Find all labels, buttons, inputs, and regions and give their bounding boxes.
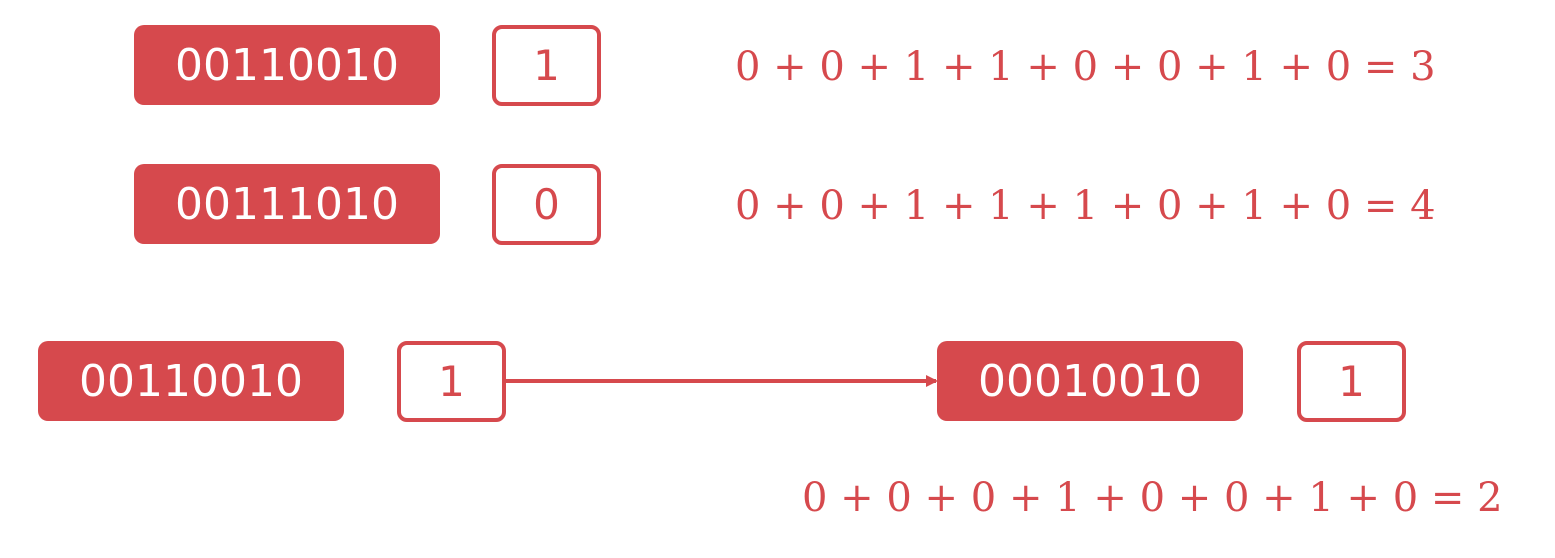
row2-pattern-text: 00111010 [175, 178, 399, 230]
row2-pattern-box: 00111010 [134, 164, 440, 244]
transform-output-bit-box: 1 [1297, 341, 1406, 422]
row2-equation: 0 + 0 + 1 + 1 + 1 + 0 + 1 + 0 = 4 [735, 183, 1436, 229]
transform-input-bit-box: 1 [397, 341, 506, 422]
row2-bit-box: 0 [492, 164, 601, 245]
transform-output-pattern-box: 00010010 [937, 341, 1243, 421]
row1-equation: 0 + 0 + 1 + 1 + 0 + 0 + 1 + 0 = 3 [735, 44, 1436, 90]
row1-pattern-text: 00110010 [175, 39, 399, 91]
transform-input-pattern-box: 00110010 [38, 341, 344, 421]
transform-output-bit-text: 1 [1338, 357, 1365, 406]
row1-bit-text: 1 [533, 41, 560, 90]
row1-pattern-box: 00110010 [134, 25, 440, 105]
transform-input-pattern-text: 00110010 [79, 355, 303, 407]
row1-bit-box: 1 [492, 25, 601, 106]
transform-equation: 0 + 0 + 0 + 1 + 0 + 0 + 1 + 0 = 2 [802, 475, 1503, 521]
row2-bit-text: 0 [533, 180, 560, 229]
transform-output-pattern-text: 00010010 [978, 355, 1202, 407]
transform-input-bit-text: 1 [438, 357, 465, 406]
